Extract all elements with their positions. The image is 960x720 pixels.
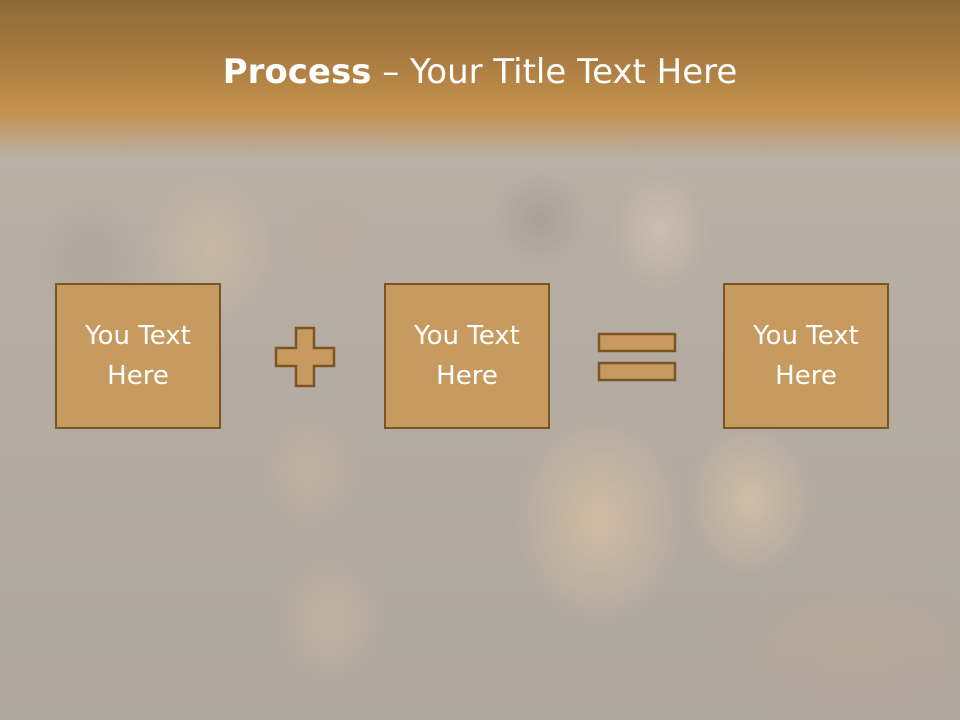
process-box-1[interactable]: You Text Here — [55, 283, 221, 429]
process-box-3-text: You Text Here — [753, 321, 859, 391]
title-rest: – Your Title Text Here — [371, 52, 738, 92]
process-box-2[interactable]: You Text Here — [384, 283, 550, 429]
plus-icon — [274, 326, 336, 388]
title-band — [0, 0, 960, 160]
title-bold: Process — [222, 52, 372, 92]
equals-icon — [597, 332, 677, 382]
process-box-3[interactable]: You Text Here — [723, 283, 889, 429]
process-box-2-text: You Text Here — [414, 321, 520, 391]
process-box-1-text: You Text Here — [85, 321, 191, 391]
slide-title[interactable]: Process – Your Title Text Here — [0, 52, 960, 92]
